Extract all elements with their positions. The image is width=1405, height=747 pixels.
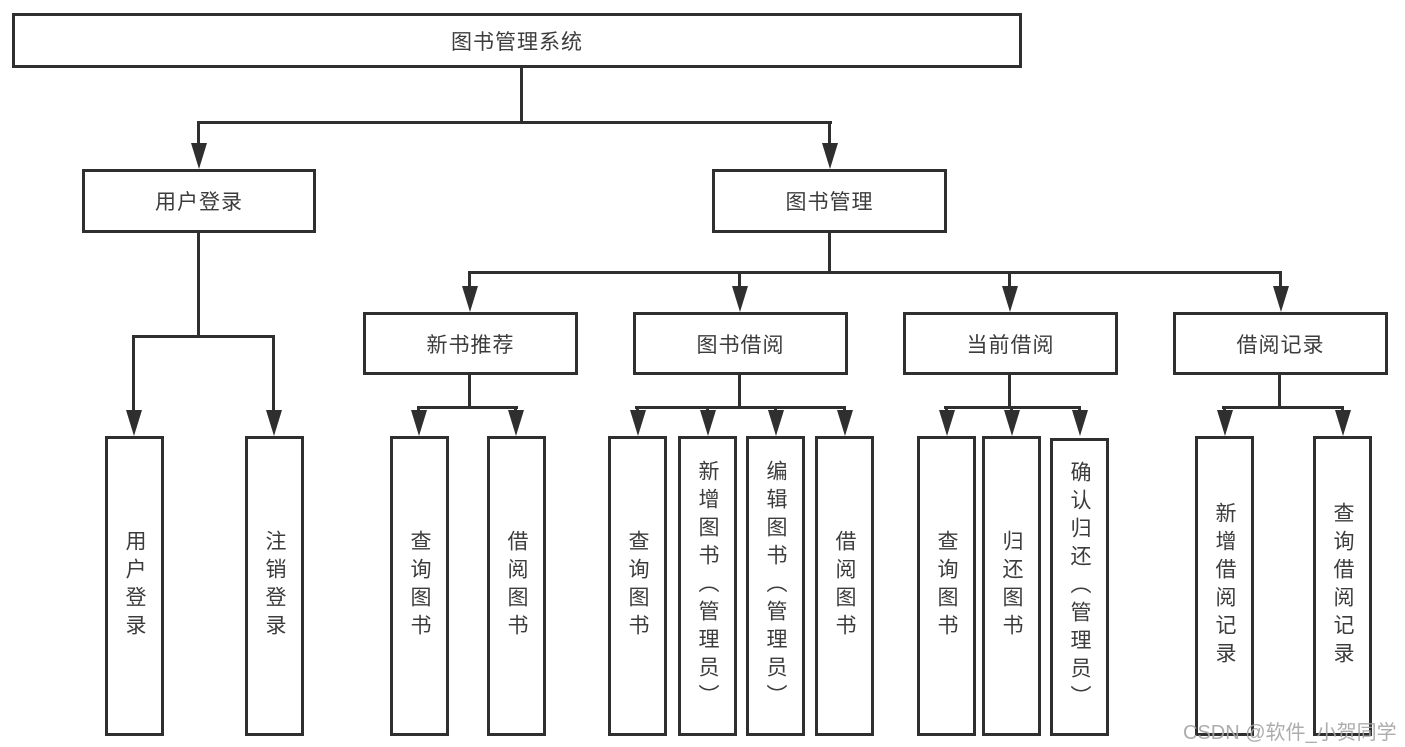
node-label: 图书管理 [785,191,874,214]
connector-root-horizontal [198,121,832,124]
arrow-g4-leaf-2 [1010,406,1013,410]
arrow-g3-leaf-1 [636,406,639,410]
arrow-to-borrow-record [1279,271,1282,286]
arrow-to-login-leaf-2 [272,335,275,410]
watermark: CSDN @软件_小贺同学 [1183,722,1397,744]
connector-g5-vertical [1278,375,1281,406]
arrow-g3-leaf-3 [774,406,777,410]
leaf-query-borrow-record: 查询借阅记录 [1313,436,1372,736]
arrow-to-new-book [468,271,471,286]
arrow-to-user-login [197,121,200,143]
node-label: 借阅图书 [505,530,528,642]
arrow-to-login-leaf-1 [132,335,135,410]
leaf-borrow-books-recommend: 借阅图书 [487,436,546,736]
arrow-g2-leaf-2 [514,406,517,410]
connector-g5-horizontal [1222,406,1344,409]
arrow-to-book-management [828,121,831,143]
arrow-g4-leaf-1 [945,406,948,410]
node-label: 新增图书（管理员） [696,460,719,712]
leaf-edit-books-admin: 编辑图书（管理员） [746,436,805,736]
node-user-login-branch: 用户登录 [82,169,316,233]
node-book-management-branch: 图书管理 [712,169,947,233]
node-label: 查询图书 [408,530,431,642]
node-label: 查询图书 [935,530,958,642]
leaf-query-books-borrow: 查询图书 [608,436,667,736]
connector-g3-horizontal [635,406,846,409]
node-root-library-system: 图书管理系统 [12,13,1022,68]
arrow-to-current-borrow [1008,271,1011,286]
connector-bm-horizontal [468,271,1281,274]
node-current-borrowing: 当前借阅 [903,312,1118,375]
node-borrowing-records: 借阅记录 [1173,312,1388,375]
arrow-g3-leaf-2 [706,406,709,410]
node-label: 新增借阅记录 [1213,502,1236,670]
connector-login-vertical [197,233,200,335]
leaf-logout: 注销登录 [245,436,304,736]
leaf-return-books: 归还图书 [982,436,1041,736]
node-label: 借阅记录 [1236,333,1325,357]
arrow-g2-leaf-1 [417,406,420,410]
node-label: 新书推荐 [426,333,515,357]
connector-g2-vertical [468,375,471,406]
leaf-add-books-admin: 新增图书（管理员） [678,436,737,736]
leaf-user-login: 用户登录 [105,436,164,736]
node-label: 查询借阅记录 [1331,502,1354,670]
node-label: 借阅图书 [833,530,856,642]
leaf-add-borrow-record: 新增借阅记录 [1195,436,1254,736]
node-book-borrowing: 图书借阅 [633,312,848,375]
node-label: 归还图书 [1000,530,1023,642]
leaf-confirm-return-admin: 确认归还（管理员） [1050,438,1109,736]
node-new-book-recommend: 新书推荐 [363,312,578,375]
connector-g4-vertical [1008,375,1011,406]
connector-g3-vertical [738,375,741,406]
connector-root-vertical [520,68,523,121]
connector-bm-vertical [828,233,831,271]
node-label: 编辑图书（管理员） [764,460,787,712]
node-label: 查询图书 [626,530,649,642]
connector-g2-horizontal [417,406,518,409]
arrow-g4-leaf-3 [1078,406,1081,410]
node-label: 当前借阅 [966,333,1055,357]
leaf-borrow-books: 借阅图书 [815,436,874,736]
node-label: 图书借阅 [696,333,785,357]
node-label: 确认归还（管理员） [1068,461,1091,713]
node-label: 用户登录 [123,530,146,642]
node-label: 用户登录 [155,191,243,214]
arrow-g3-leaf-4 [843,406,846,410]
leaf-query-books-recommend: 查询图书 [390,436,449,736]
node-label: 图书管理系统 [451,30,583,54]
arrow-g5-leaf-2 [1341,406,1344,410]
node-label: 注销登录 [263,530,286,642]
leaf-query-books-current: 查询图书 [917,436,976,736]
arrow-g5-leaf-1 [1223,406,1226,410]
connector-login-horizontal [132,335,275,338]
arrow-to-book-borrow [738,271,741,286]
